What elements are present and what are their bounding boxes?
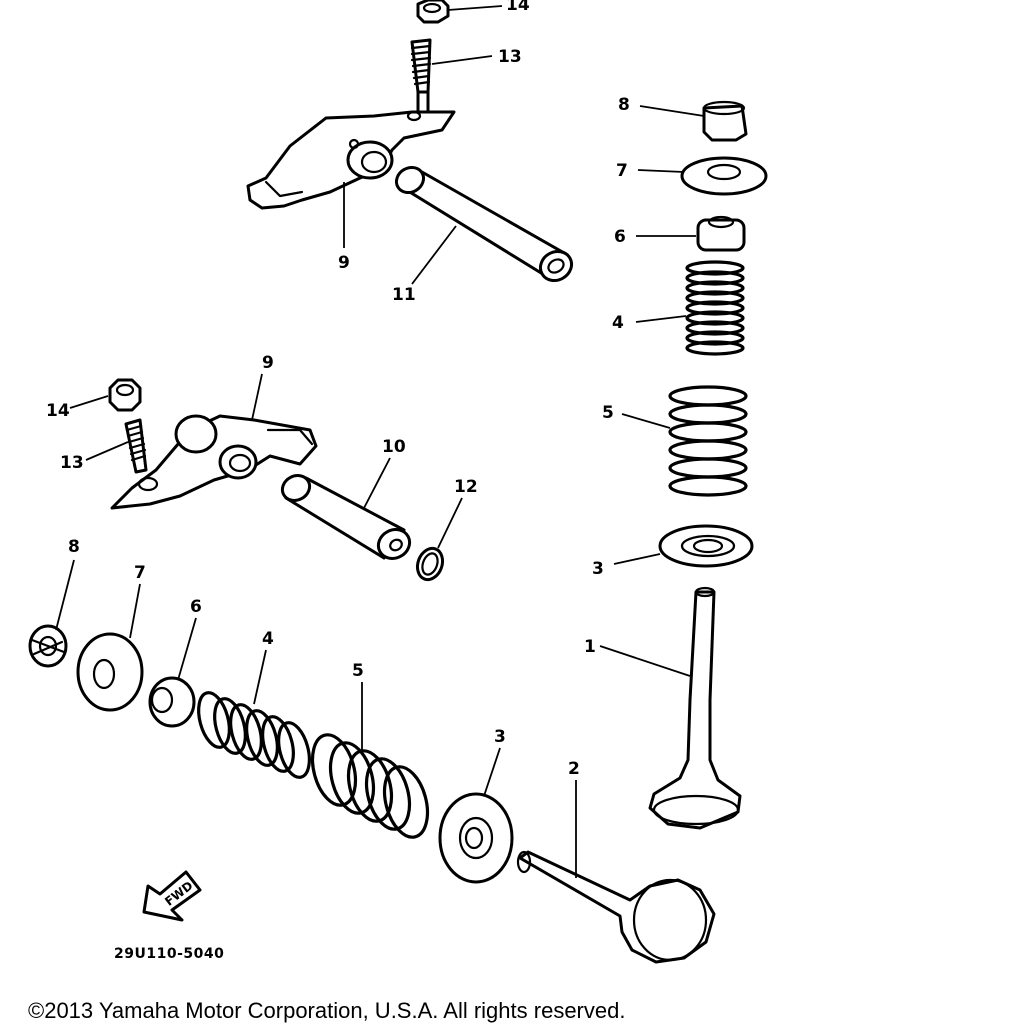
copyright-notice: ©2013 Yamaha Motor Corporation, U.S.A. A…: [28, 998, 626, 1023]
callout-4-right: 4: [612, 313, 624, 333]
rocker-shaft-10: [280, 474, 412, 560]
callout-12: 12: [454, 477, 478, 497]
callout-14-left: 14: [46, 401, 70, 421]
callout-5-left: 5: [352, 661, 364, 681]
valve-2: [516, 850, 716, 964]
top-adjusting-screw-13: [410, 38, 432, 114]
callout-3-right: 3: [592, 559, 604, 579]
callout-11: 11: [392, 285, 416, 305]
callout-2: 2: [568, 759, 580, 779]
leader-lines: [55, 5, 705, 878]
left-locknut-14: [108, 378, 142, 412]
left-spring-seat-3: [438, 792, 514, 884]
callout-8-left: 8: [68, 537, 80, 557]
callout-6-left: 6: [190, 597, 202, 617]
left-cotter-8: [28, 624, 68, 668]
callout-14-top: 14: [506, 0, 530, 15]
left-inner-spring-4: [197, 691, 311, 779]
left-seal-6: [148, 676, 196, 728]
callout-3-left: 3: [494, 727, 506, 747]
callout-9-mid: 9: [262, 353, 274, 373]
rocker-shaft-11: [394, 165, 574, 283]
right-inner-spring-4: [685, 260, 745, 356]
callout-numbers: 14 13 9 11 8 7 6 4 5 3 1 9 14 13 10 12 8…: [46, 0, 630, 779]
top-locknut-14: [416, 0, 450, 24]
left-rocker-arm-9: [110, 414, 318, 510]
top-rocker-arm-9: [246, 110, 456, 210]
left-outer-spring-5: [310, 733, 430, 839]
drawing-code: 29U110-5040: [114, 946, 224, 962]
left-adjusting-screw-13: [124, 418, 148, 474]
right-seal-6: [696, 215, 746, 252]
callout-10: 10: [382, 437, 406, 457]
o-ring-12: [415, 546, 445, 582]
callout-7-left: 7: [134, 563, 146, 583]
callout-9-top: 9: [338, 253, 350, 273]
fwd-arrow-icon: FWD: [142, 870, 202, 922]
callout-13-top: 13: [498, 47, 522, 67]
left-retainer-7: [76, 632, 144, 712]
callout-6-right: 6: [614, 227, 626, 247]
callout-13-left: 13: [60, 453, 84, 473]
valve-1: [648, 586, 742, 830]
right-outer-spring-5: [668, 385, 748, 497]
callout-7-right: 7: [616, 161, 628, 181]
right-cotter-8: [702, 100, 748, 142]
callout-8-right: 8: [618, 95, 630, 115]
callout-4-left: 4: [262, 629, 274, 649]
callout-5-right: 5: [602, 403, 614, 423]
right-retainer-7: [680, 156, 768, 196]
right-spring-seat-3: [658, 524, 754, 568]
callout-1: 1: [584, 637, 596, 657]
